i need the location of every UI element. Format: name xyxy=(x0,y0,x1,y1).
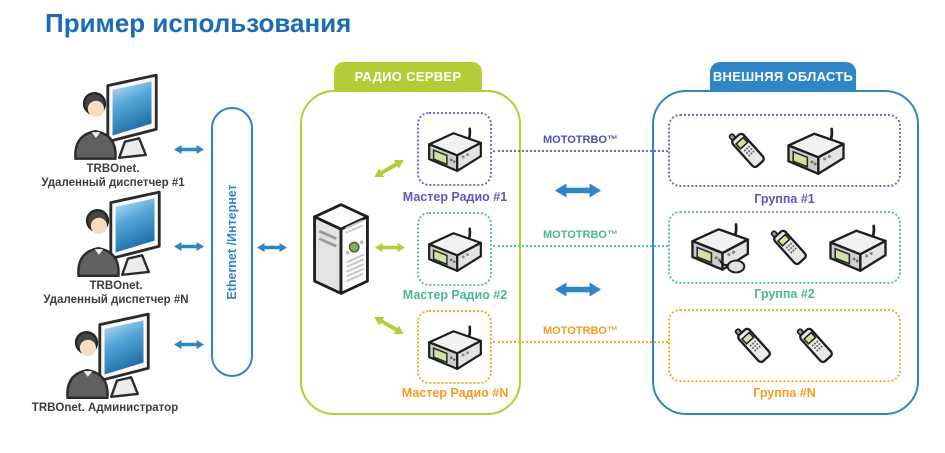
operator-label-line1: TRBOnet. xyxy=(89,280,143,292)
mobile-radio-icon xyxy=(424,323,486,372)
master-radio-n-box xyxy=(417,310,492,384)
group-1-box xyxy=(668,114,901,187)
operator-label-line2: Удаленный диспетчер #N xyxy=(43,294,189,306)
ethernet-internet-bar: Ethernet /Интернет xyxy=(211,107,253,377)
mototrbo-link-n-label: MOTOTRBO™ xyxy=(543,325,618,337)
external-area-header: ВНЕШНЯЯ ОБЛАСТЬ xyxy=(710,62,856,91)
master-radio-n-label: Мастер Радио #N xyxy=(401,386,509,400)
radio-server-header: РАДИО СЕРВЕР xyxy=(334,62,482,91)
double-arrow-icon xyxy=(549,281,607,298)
mobile-radio-icon xyxy=(424,125,486,174)
mototrbo-link-1-line xyxy=(493,150,668,152)
mobile-radio-mic-icon xyxy=(679,220,755,275)
group-2-box xyxy=(668,211,901,284)
double-arrow-icon xyxy=(173,338,205,351)
operator-label-line1: TRBOnet. Администратор xyxy=(31,402,179,414)
double-arrow-icon xyxy=(256,241,288,254)
mototrbo-link-1-label: MOTOTRBO™ xyxy=(543,134,618,146)
operator-label: TRBOnet. Удаленный диспетчер #1 xyxy=(18,162,208,190)
mobile-radio-icon xyxy=(825,222,891,274)
operator-label: TRBOnet. Администратор xyxy=(10,401,200,415)
server-tower-icon xyxy=(306,198,376,300)
portable-radio-icon xyxy=(721,127,775,175)
group-1-label: Группа #1 xyxy=(754,192,815,206)
operator-remote-dispatcher-n: TRBOnet. Удаленный диспетчер #N xyxy=(21,189,211,307)
dispatcher-icon xyxy=(66,72,161,160)
double-arrow-icon xyxy=(173,143,205,156)
master-radio-1-label: Мастер Радио #1 xyxy=(402,190,508,204)
double-arrow-icon xyxy=(549,182,607,199)
portable-radio-icon xyxy=(789,322,843,370)
group-n-label: Группа #N xyxy=(753,386,816,400)
mototrbo-link-2-line xyxy=(493,245,668,247)
mobile-radio-icon xyxy=(783,125,849,177)
operator-label: TRBOnet. Удаленный диспетчер #N xyxy=(21,279,211,307)
group-n-box xyxy=(668,309,901,382)
dispatcher-icon xyxy=(58,311,153,399)
master-radio-2-box xyxy=(417,212,492,286)
operator-label-line1: TRBOnet. xyxy=(86,163,140,175)
double-arrow-icon xyxy=(374,241,406,254)
master-radio-1-box xyxy=(417,112,492,186)
ethernet-internet-label: Ethernet /Интернет xyxy=(225,184,239,300)
dispatcher-icon xyxy=(69,189,164,277)
master-radio-2-label: Мастер Радио #2 xyxy=(402,288,508,302)
portable-radio-icon xyxy=(763,224,817,272)
group-2-label: Группа #2 xyxy=(754,287,815,301)
double-arrow-icon xyxy=(173,240,205,253)
operator-label-line2: Удаленный диспетчер #1 xyxy=(41,177,185,189)
page-title: Пример использования xyxy=(45,8,352,38)
operator-remote-dispatcher-1: TRBOnet. Удаленный диспетчер #1 xyxy=(18,72,208,190)
mototrbo-link-n-line xyxy=(493,341,668,343)
mototrbo-link-2-label: MOTOTRBO™ xyxy=(543,229,618,241)
mobile-radio-icon xyxy=(424,225,486,274)
operator-administrator: TRBOnet. Администратор xyxy=(10,311,200,415)
portable-radio-icon xyxy=(727,322,781,370)
